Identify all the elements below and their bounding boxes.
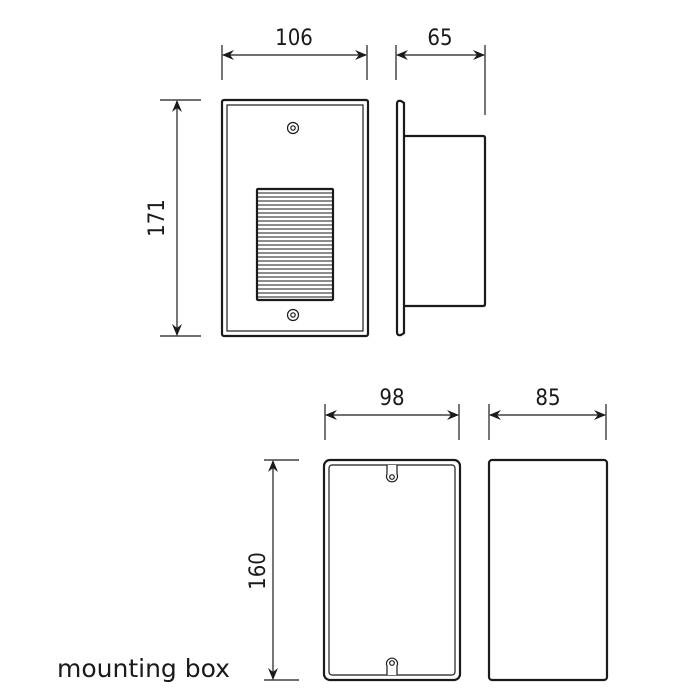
box-height-label: 160 bbox=[246, 552, 271, 590]
box-depth-dimension: 85 bbox=[488, 386, 607, 440]
side-housing-outline bbox=[404, 134, 487, 308]
mounting-box-side-view bbox=[487, 458, 609, 682]
fixture-depth-label: 65 bbox=[427, 26, 452, 51]
fixture-depth-dimension: 65 bbox=[395, 26, 486, 115]
screw-bottom-icon bbox=[286, 308, 300, 322]
box-width-dimension: 98 bbox=[324, 386, 460, 440]
box-height-dimension: 160 bbox=[246, 459, 299, 681]
flange-outline bbox=[395, 99, 406, 337]
fixture-height-label: 171 bbox=[145, 199, 170, 237]
fixture-side-view bbox=[395, 99, 487, 337]
front-plate-inner-border bbox=[226, 104, 364, 332]
mounting-box-front-view bbox=[322, 458, 462, 682]
fixture-height-dimension: 171 bbox=[145, 99, 201, 337]
box-depth-label: 85 bbox=[535, 386, 560, 411]
screw-top-icon bbox=[286, 121, 300, 135]
keyhole-top-icon bbox=[385, 465, 399, 483]
box-inner-outline bbox=[328, 464, 456, 676]
fixture-width-label: 106 bbox=[275, 26, 313, 51]
box-outer-outline bbox=[322, 458, 462, 682]
box-width-label: 98 bbox=[379, 386, 404, 411]
fixture-front-view bbox=[220, 98, 370, 338]
keyhole-bottom-icon bbox=[385, 657, 399, 675]
mounting-box-caption: mounting box bbox=[57, 654, 230, 683]
fixture-width-dimension: 106 bbox=[221, 26, 368, 80]
vent-grille bbox=[255, 187, 335, 302]
front-plate-outline bbox=[220, 98, 370, 338]
